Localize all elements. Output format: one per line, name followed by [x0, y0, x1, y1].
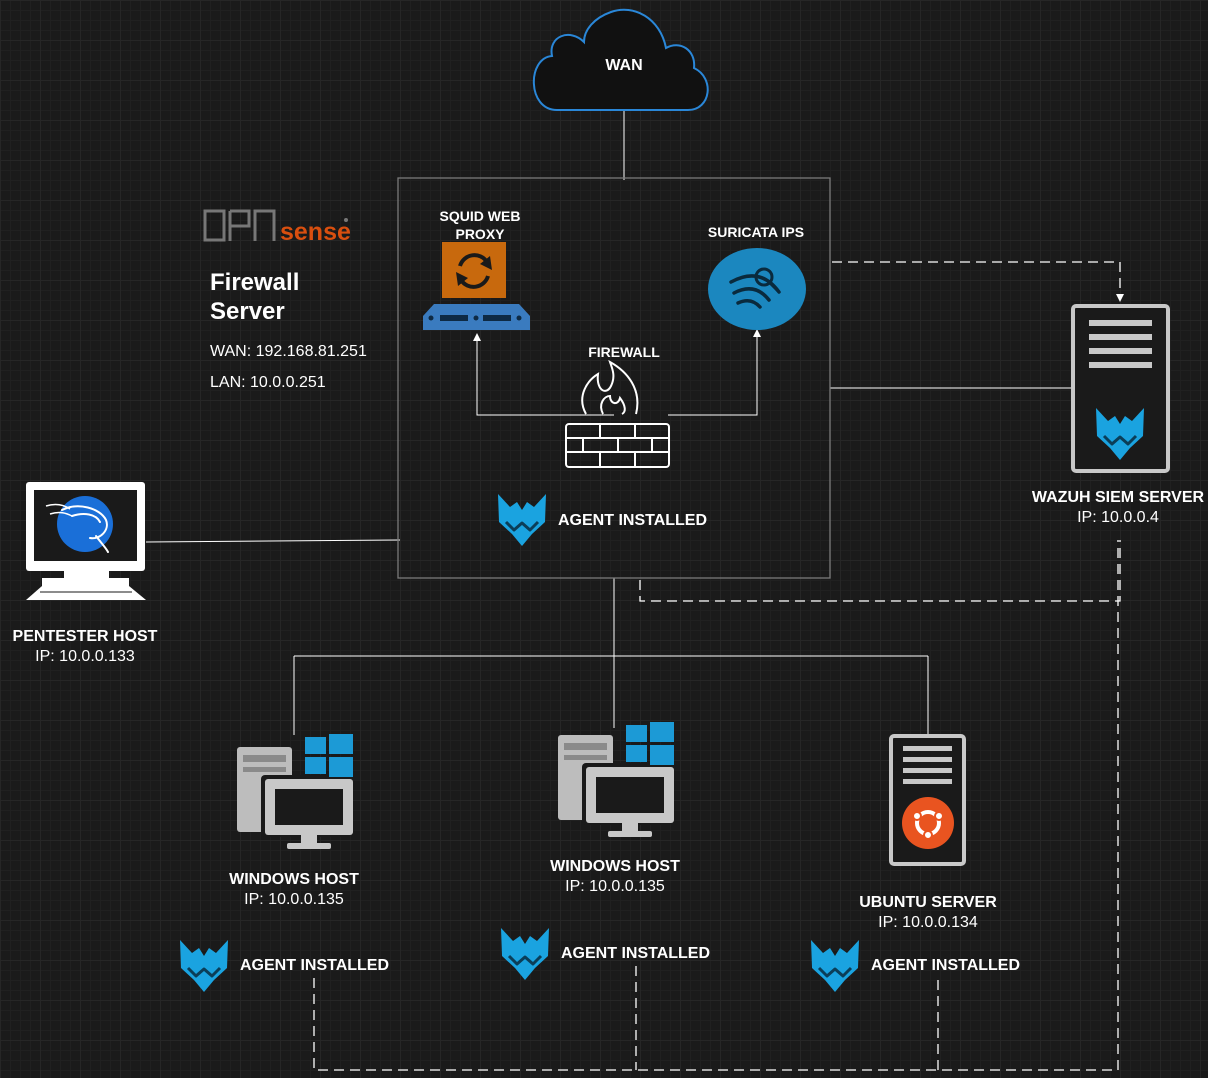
firewall-title-line1: Firewall [210, 269, 300, 296]
firewall-server-title: Firewall Server [210, 268, 299, 326]
wazuh-agent-icon [499, 926, 551, 982]
firewall-wan-ip: WAN: 192.168.81.251 [210, 343, 367, 360]
squid-proxy-icon [423, 242, 530, 330]
fw-to-suricata [668, 334, 758, 416]
ubuntu-title: UBUNTU SERVER [859, 894, 997, 911]
firewall-label: FIREWALL [588, 344, 660, 360]
windows1-agent-label: AGENT INSTALLED [240, 957, 390, 974]
ubuntu-agent-label: AGENT INSTALLED [871, 957, 1021, 974]
wazuh-agent-icon [809, 938, 861, 994]
arrowheads [473, 294, 1124, 341]
wazuh-server-icon [1071, 304, 1170, 473]
windows-pc-icon [237, 734, 353, 849]
wazuh-server-ip: IP: 10.0.0.4 [1077, 509, 1159, 526]
windows1-title: WINDOWS HOST [229, 871, 359, 888]
pentester-link [145, 539, 401, 543]
squid-proxy-label: SQUID WEB PROXY [439, 208, 521, 242]
firewall-lan-ip: LAN: 10.0.0.251 [210, 374, 326, 391]
connectors [145, 110, 1072, 735]
windows2-label: WINDOWS HOST IP: 10.0.0.135 [525, 858, 705, 896]
firewall-log-path [639, 540, 1121, 602]
wazuh-server-title: WAZUH SIEM SERVER [1031, 489, 1205, 506]
wazuh-server-label: WAZUH SIEM SERVER IP: 10.0.0.4 [1018, 489, 1208, 527]
kali-pc-icon [26, 482, 146, 600]
windows2-ip: IP: 10.0.0.135 [565, 878, 665, 895]
svg-text:sense: sense [280, 218, 351, 246]
firewall-agent-label: AGENT INSTALLED [558, 512, 708, 529]
pentester-label: PENTESTER HOST IP: 10.0.0.133 [0, 628, 170, 666]
fw-to-squid [476, 338, 614, 416]
ubuntu-ip: IP: 10.0.0.134 [878, 914, 978, 931]
agents-log-path [313, 540, 1119, 1071]
firewall-title-line2: Server [210, 298, 285, 325]
firewall-box [397, 177, 831, 579]
firewall-icon [565, 359, 670, 468]
wazuh-agent-icon [178, 938, 230, 994]
wan-cloud-icon [532, 8, 709, 111]
windows2-title: WINDOWS HOST [550, 858, 680, 875]
pentester-title: PENTESTER HOST [12, 628, 158, 645]
wazuh-agent-icon [496, 492, 548, 548]
pentester-ip: IP: 10.0.0.133 [35, 648, 135, 665]
ubuntu-server-icon [889, 734, 966, 866]
wan-label: WAN [605, 57, 643, 74]
ubuntu-label: UBUNTU SERVER IP: 10.0.0.134 [838, 894, 1018, 932]
lan-trunk [293, 578, 929, 735]
windows1-label: WINDOWS HOST IP: 10.0.0.135 [204, 871, 384, 909]
suricata-log-path [832, 261, 1121, 296]
suricata-label: SURICATA IPS [707, 224, 805, 240]
log-connectors [313, 261, 1121, 1071]
windows1-ip: IP: 10.0.0.135 [244, 891, 344, 908]
windows2-agent-label: AGENT INSTALLED [561, 945, 711, 962]
opnsense-logo: sense [203, 209, 351, 246]
windows-pc-icon [558, 722, 674, 837]
suricata-icon [708, 248, 806, 330]
